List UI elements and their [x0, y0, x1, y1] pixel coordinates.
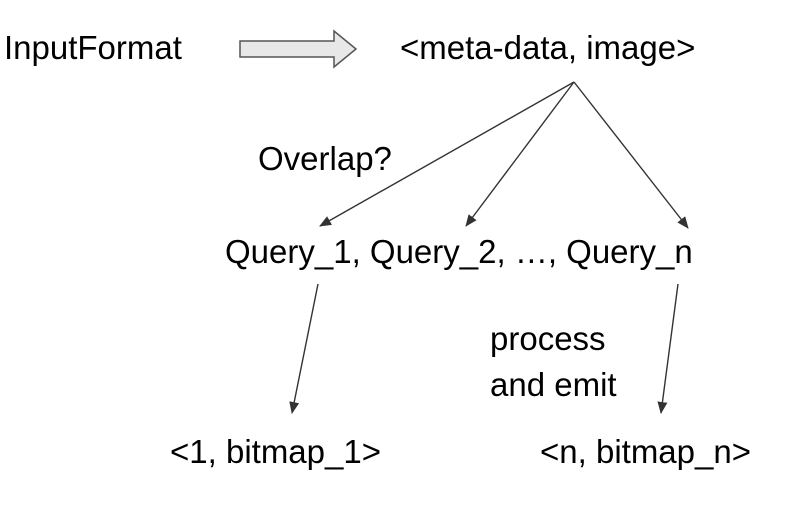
- input-format-label: InputFormat: [4, 29, 182, 66]
- bitmap-n-label: <n, bitmap_n>: [540, 433, 751, 470]
- queries-label: Query_1, Query_2, …, Query_n: [225, 233, 693, 270]
- arrow-to-query-2: [465, 81, 575, 227]
- process-and-emit-label: process and emit: [490, 316, 617, 408]
- arrow-to-bitmap-n: [657, 283, 679, 414]
- overlap-label: Overlap?: [258, 140, 392, 177]
- arrow-to-bitmap-1: [289, 283, 319, 414]
- arrow-to-query-1: [319, 81, 575, 227]
- process-label-line-1: process: [490, 320, 606, 357]
- process-label-line-2: and emit: [490, 366, 617, 403]
- meta-data-image-label: <meta-data, image>: [400, 29, 696, 66]
- bitmap-1-label: <1, bitmap_1>: [170, 433, 381, 470]
- arrow-to-query-n: [573, 81, 689, 229]
- block-arrow: [239, 29, 358, 69]
